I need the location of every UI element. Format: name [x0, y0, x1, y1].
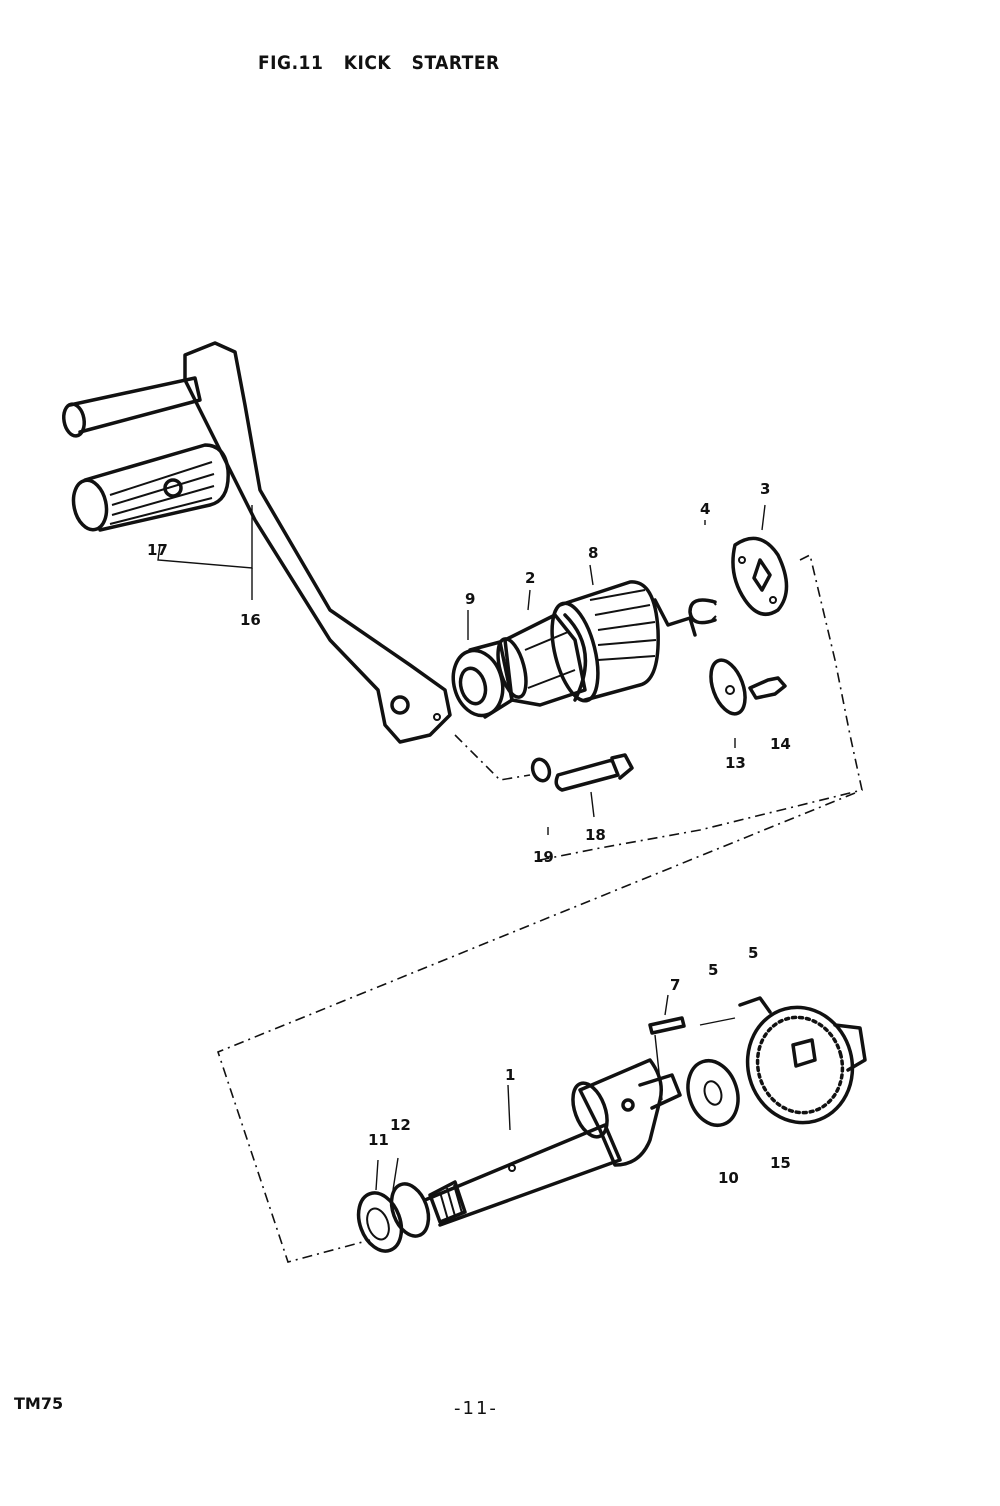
- callout-19: 19: [533, 848, 554, 866]
- callout-18: 18: [585, 826, 606, 844]
- callout-8: 8: [588, 544, 598, 562]
- circlip-part-4: [688, 598, 717, 625]
- callout-13: 13: [725, 754, 746, 772]
- return-spring-part-8: [550, 580, 697, 703]
- callout-16: 16: [240, 611, 261, 629]
- callout-2: 2: [525, 569, 535, 587]
- kick-lever-part-16: [62, 341, 452, 744]
- model-code: TM75: [14, 1394, 64, 1413]
- kick-rubber-grip-part-17: [71, 443, 230, 532]
- callout-4: 4: [700, 500, 710, 518]
- callout-10: 10: [718, 1169, 739, 1187]
- upper-assembly-line: [454, 553, 863, 861]
- pin-part-7: [648, 1016, 686, 1035]
- bolt-part-18: [554, 753, 634, 792]
- washer-part-10: [686, 1059, 740, 1127]
- screw-part-14: [748, 676, 787, 700]
- callout-15: 15: [770, 1154, 791, 1172]
- callout-5a: 5: [708, 961, 718, 979]
- callout-9: 9: [465, 590, 475, 608]
- washer-plate-part-13: [709, 658, 747, 716]
- callout-11: 11: [368, 1131, 389, 1149]
- callout-3: 3: [760, 480, 770, 498]
- leader-16-17: [157, 505, 253, 569]
- callout-17: 17: [147, 541, 168, 559]
- callout-1: 1: [505, 1066, 515, 1084]
- lower-assembly-line: [217, 792, 856, 1263]
- callout-14: 14: [770, 735, 791, 753]
- kick-gear-part-15: [738, 996, 867, 1125]
- callout-5b: 5: [748, 944, 758, 962]
- page-number: -11-: [454, 1398, 498, 1419]
- figure-title: FIG.11 KICK STARTER: [258, 52, 500, 74]
- washer-part-11: [356, 1191, 404, 1253]
- callout-7: 7: [670, 976, 680, 994]
- washer-part-12: [389, 1182, 431, 1238]
- stopper-plate-part-3: [731, 536, 789, 616]
- washer-part-19: [530, 757, 552, 783]
- kick-starter-shaft-part-1: [423, 1058, 682, 1227]
- callout-12: 12: [390, 1116, 411, 1134]
